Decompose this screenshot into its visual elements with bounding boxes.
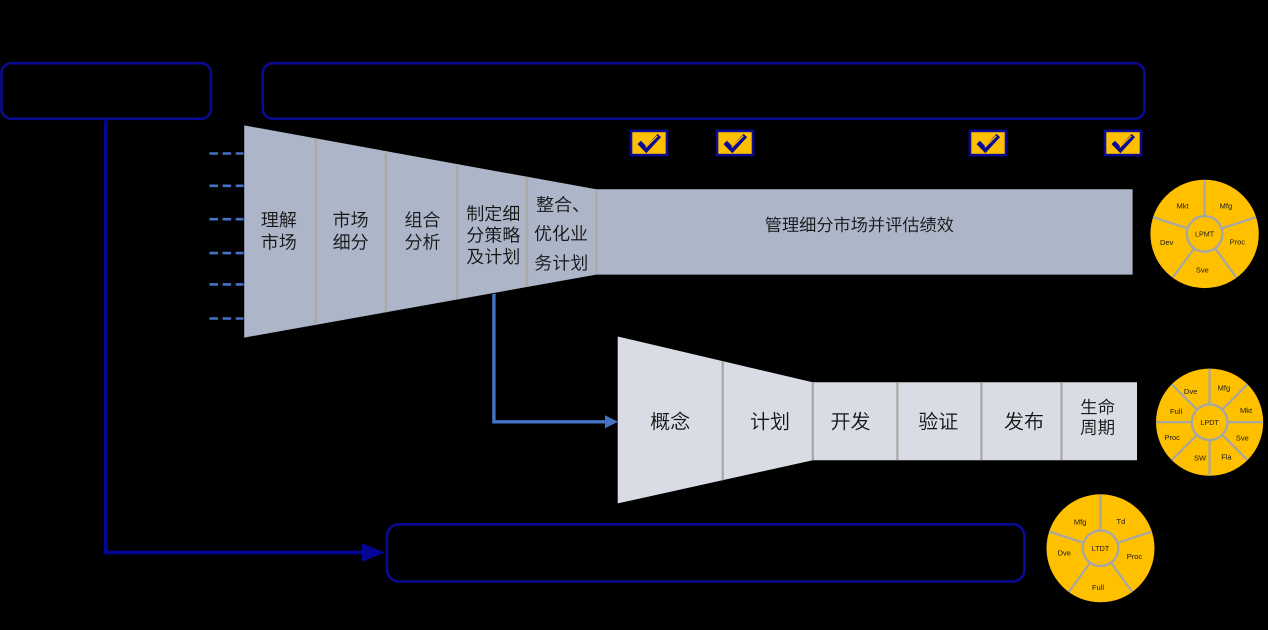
svg-text:Fla: Fla — [1221, 453, 1232, 462]
svg-text:Mkt: Mkt — [1240, 406, 1253, 415]
svg-text:Mfg: Mfg — [1220, 201, 1233, 210]
svg-text:Mkt: Mkt — [1177, 201, 1190, 210]
svg-text:Sve: Sve — [1196, 265, 1209, 274]
svg-text:Sve: Sve — [1236, 434, 1249, 443]
svg-text:Proc: Proc — [1164, 433, 1180, 442]
svg-text:Full: Full — [1092, 583, 1104, 592]
svg-text:Dev: Dev — [1160, 238, 1174, 247]
svg-text:SW: SW — [1194, 454, 1207, 463]
svg-text:LPDT: LPDT — [1200, 418, 1219, 427]
svg-text:Mfg: Mfg — [1074, 518, 1087, 527]
svg-text:Proc: Proc — [1127, 552, 1143, 561]
svg-text:Mfg: Mfg — [1218, 384, 1231, 393]
svg-text:Full: Full — [1170, 407, 1182, 416]
svg-text:Td: Td — [1117, 517, 1126, 526]
svg-text:Dve: Dve — [1184, 387, 1197, 396]
svg-text:LTDT: LTDT — [1092, 544, 1110, 553]
svg-text:LPMT: LPMT — [1195, 230, 1215, 239]
svg-text:Dve: Dve — [1058, 549, 1071, 558]
svg-text:Proc: Proc — [1230, 237, 1246, 246]
